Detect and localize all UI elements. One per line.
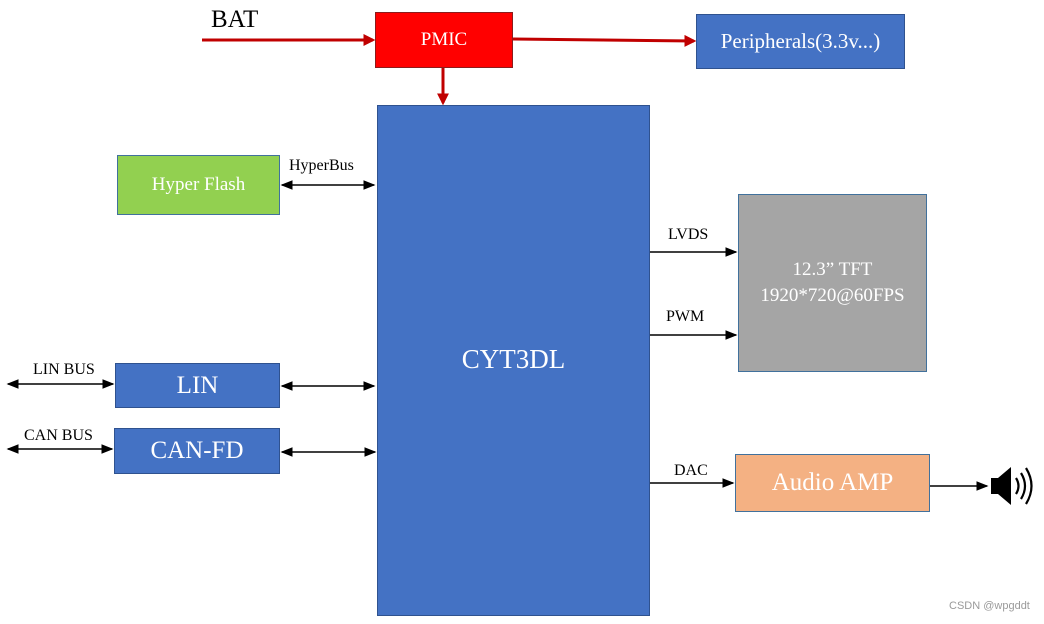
pwm-label: PWM <box>666 308 705 325</box>
hyper-flash-block: Hyper Flash <box>117 155 280 215</box>
lin-block: LIN <box>115 363 280 408</box>
pmic-block: PMIC <box>375 12 513 68</box>
audio-amp-block: Audio AMP <box>735 454 930 512</box>
lin-bus-label: LIN BUS <box>33 361 95 378</box>
lvds-label: LVDS <box>668 226 709 243</box>
bat-label: BAT <box>211 6 259 33</box>
can-fd-block: CAN-FD <box>114 428 280 474</box>
watermark-text: CSDN @wpgddt <box>949 600 1030 612</box>
tft-display-block: 12.3” TFT 1920*720@60FPS <box>738 194 927 372</box>
cyt3dl-block: CYT3DL <box>377 105 650 616</box>
hyperbus-label: HyperBus <box>289 157 354 174</box>
speaker-icon <box>991 467 1033 505</box>
dac-label: DAC <box>674 462 708 479</box>
tft-size-text: 12.3” TFT <box>792 259 873 280</box>
peripherals-block: Peripherals(3.3v...) <box>696 14 905 69</box>
pmic-to-peripherals-arrow <box>512 34 697 47</box>
tft-resolution-text: 1920*720@60FPS <box>760 284 905 306</box>
can-bus-label: CAN BUS <box>24 427 93 444</box>
